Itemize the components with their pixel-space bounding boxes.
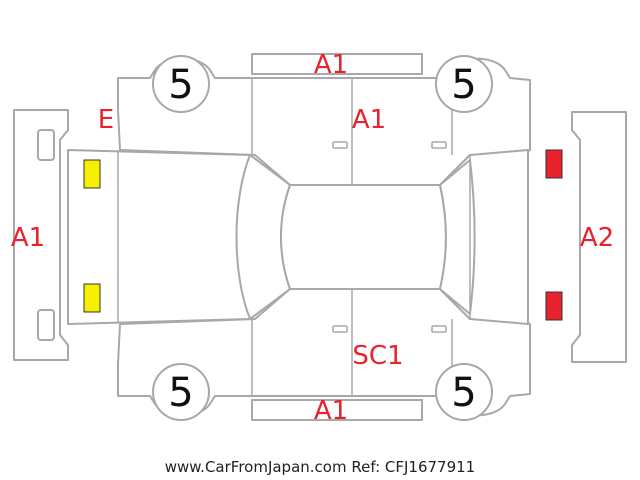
- car-top-view: [67, 149, 529, 325]
- damage-code-bottom-door: SC1: [352, 341, 403, 371]
- damage-code-right-bumper: A2: [580, 223, 614, 253]
- left-lamp-marker-bottom: [83, 283, 101, 313]
- damage-code-top-door: A1: [352, 105, 386, 135]
- bottom-side-strip: [251, 399, 423, 421]
- tire-rear-right: 5: [435, 363, 493, 421]
- damage-code-top-panel: A1: [314, 50, 348, 80]
- tire-rear-left: 5: [435, 55, 493, 113]
- damage-code-bottom-panel: A1: [314, 396, 348, 426]
- right-lamp-marker-top: [545, 149, 563, 179]
- left-bumper: [13, 109, 69, 361]
- damage-code-left-bumper: A1: [11, 223, 45, 253]
- tire-rear-left-value: 5: [451, 62, 476, 108]
- tire-front-right: 5: [152, 363, 210, 421]
- damage-code-left-corner: E: [98, 105, 114, 135]
- right-bumper: [571, 111, 627, 363]
- tire-front-left-value: 5: [168, 62, 193, 108]
- tire-rear-right-value: 5: [451, 370, 476, 416]
- right-lamp-marker-bottom: [545, 291, 563, 321]
- footer-reference: www.CarFromJapan.com Ref: CFJ1677911: [165, 458, 475, 476]
- tire-front-left: 5: [152, 55, 210, 113]
- top-side-strip: [251, 53, 423, 75]
- left-lamp-marker-top: [83, 159, 101, 189]
- tire-front-right-value: 5: [168, 370, 193, 416]
